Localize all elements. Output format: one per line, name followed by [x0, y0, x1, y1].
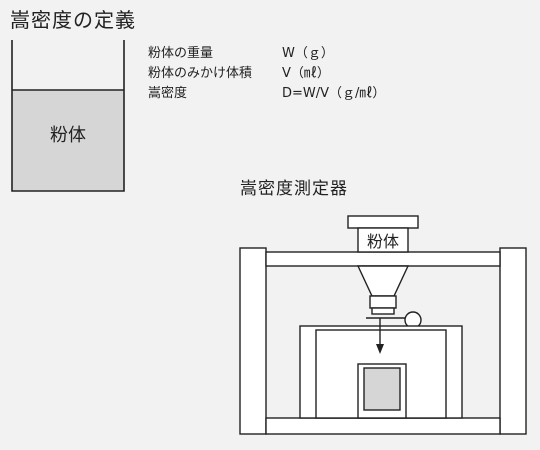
definition-volume-label: 粉体のみかけ体積 [148, 66, 253, 81]
left-post [239, 247, 267, 435]
cup-powder-fill [363, 367, 401, 411]
top-beam [265, 251, 501, 267]
container-walls [11, 40, 125, 192]
page-title: 嵩密度の定義 [10, 8, 136, 32]
definition-density-label: 嵩密度 [148, 86, 188, 101]
definition-weight-value: W（ｇ） [282, 46, 334, 61]
definition-weight-label: 粉体の重量 [148, 46, 214, 61]
bottom-beam [265, 417, 501, 435]
flow-arrow [376, 318, 384, 354]
funnel-neck [369, 295, 397, 309]
definition-volume-value: V（㎖） [282, 66, 330, 81]
funnel-spout [371, 307, 395, 315]
measuring-device [239, 215, 527, 435]
powder-fill [12, 90, 124, 191]
funnel [356, 265, 410, 297]
container-label: 粉体 [50, 125, 86, 146]
device-title: 嵩密度測定器 [240, 179, 348, 199]
definition-density-value: D=W/V（ｇ/㎖） [282, 86, 386, 101]
arrow-head [376, 344, 384, 354]
hopper-label: 粉体 [367, 232, 399, 251]
hopper-top-plate [347, 215, 419, 229]
right-post [499, 247, 527, 435]
hopper-box [357, 227, 409, 253]
definition-container: 粉体 [11, 40, 125, 192]
